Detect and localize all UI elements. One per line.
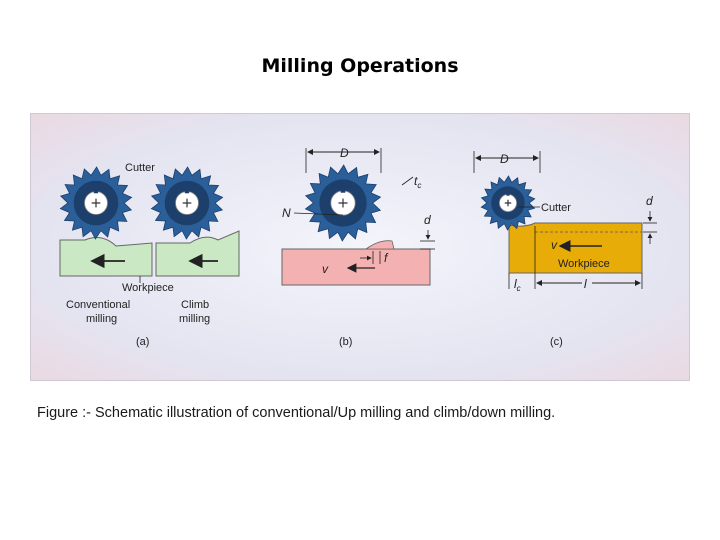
label-N-b: N [282,206,291,220]
sublabel-c: (c) [550,336,563,348]
label-D-c: D [500,152,509,166]
sublabel-a: (a) [136,336,149,348]
label-l-c: l [584,277,587,291]
cutter-keyway [506,193,510,196]
label-tc-b: tc [414,174,421,190]
conventional-label-1: Conventional [66,299,130,311]
climb-label-2: milling [179,313,210,325]
figure-caption: Figure :- Schematic illustration of conv… [37,405,556,421]
workpiece-b [281,248,431,286]
workpiece-label-c: Workpiece [558,258,610,270]
label-d-c: d [646,194,653,208]
slide-title: Milling Operations [261,55,459,77]
panel-a: Cutter Workpiece Conventional milling Cl… [59,162,240,348]
cutter-c [480,175,536,231]
chip-b [364,240,395,250]
cutter-center-mark [182,198,192,208]
workpiece-climb [155,230,240,277]
cutter-label-c: Cutter [541,202,571,214]
cutter-label-a: Cutter [125,162,155,174]
workpiece-label-a: Workpiece [122,282,174,294]
label-d-b: d [424,213,431,227]
climb-label-1: Climb [181,299,209,311]
label-v-c: v [551,238,558,252]
label-f-b: f [384,251,389,265]
label-lc-c: lc [514,277,521,293]
panel-b: D tc N d f v (b) [281,146,435,348]
cutter-climb [150,166,224,240]
cutter-keyway [93,189,99,194]
cutter-keyway [184,189,190,194]
cutter-center-mark [91,198,101,208]
conventional-label-2: milling [86,313,117,325]
panel-c: D Cutter d v Workpiece lc l (c) [473,151,657,348]
cutter-conventional [59,166,133,240]
cutter-keyway [340,188,346,193]
label-D-b: D [340,146,349,160]
cutter-center-mark [504,199,512,207]
workpiece-conventional [59,237,153,277]
cutter-center-mark [338,198,348,208]
milling-figure: Cutter Workpiece Conventional milling Cl… [30,113,690,381]
label-v-b: v [322,262,329,276]
sublabel-b: (b) [339,336,352,348]
